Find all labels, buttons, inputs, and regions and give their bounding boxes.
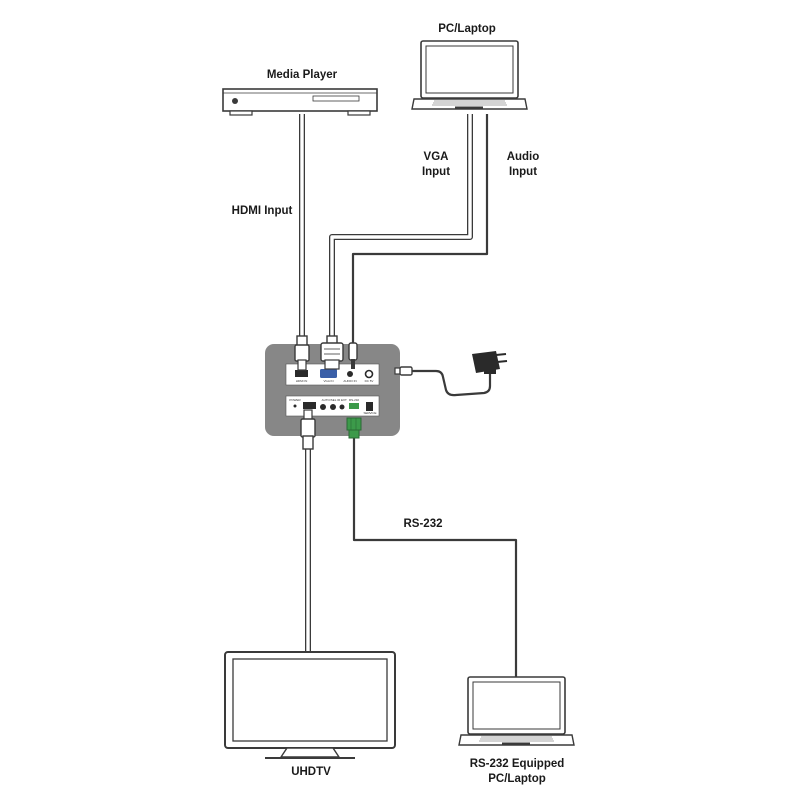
rs232-pc-label-line1: RS-232 Equipped xyxy=(470,758,565,770)
audio-input-label-line1: Audio xyxy=(507,151,540,163)
power-adapter-icon xyxy=(472,351,508,374)
audio-in-port-label: AUDIO IN xyxy=(343,379,356,383)
ir-port xyxy=(339,404,345,410)
hdmi-out-port xyxy=(303,402,316,409)
dc-in-port xyxy=(364,369,374,379)
rs232-port-label: RS-232 xyxy=(349,398,360,402)
power-led-label: POWER xyxy=(289,398,301,402)
rs232-pc-laptop-device xyxy=(458,676,575,746)
dc-in-port-label: DC 5V xyxy=(365,379,374,383)
vga-input-label-line1: VGA xyxy=(424,151,449,163)
pc-laptop-top-device xyxy=(411,40,528,110)
uhdtv-device xyxy=(224,651,396,759)
hdmi-input-plug xyxy=(294,335,310,371)
audio-input-cable xyxy=(351,114,489,345)
rs232-pc-label-line2: PC/Laptop xyxy=(488,773,546,785)
select-button xyxy=(330,404,336,410)
rs232-cable xyxy=(352,438,518,677)
audio-input-plug xyxy=(348,342,358,369)
audio-in-port xyxy=(347,371,353,377)
vga-in-port xyxy=(320,369,337,378)
ir-label: IR EXT xyxy=(337,398,347,402)
service-port-label: SERVICE xyxy=(363,411,376,415)
auto-sel-label: AUTO/SEL xyxy=(322,398,337,402)
power-led xyxy=(293,404,297,408)
power-cable xyxy=(400,369,492,397)
power-button-icon xyxy=(232,98,238,104)
hdmi-input-label: HDMI Input xyxy=(232,205,293,217)
hdmi-output-plug xyxy=(300,409,316,450)
hdmi-in-port-label: HDMI IN xyxy=(296,379,308,383)
media-player-device xyxy=(222,88,378,116)
hdmi-in-port xyxy=(295,370,308,377)
audio-input-label-line2: Input xyxy=(509,166,537,178)
vga-in-port-label: VGA IN xyxy=(323,379,333,383)
service-port xyxy=(366,402,373,411)
pc-laptop-label: PC/Laptop xyxy=(438,23,496,35)
rs232-terminal-plug xyxy=(346,417,362,439)
vga-input-plug xyxy=(320,335,344,370)
uhdtv-label: UHDTV xyxy=(291,766,331,778)
rs232-label: RS-232 xyxy=(404,518,443,530)
auto-sel-button xyxy=(320,404,326,410)
vga-input-cable xyxy=(329,114,473,338)
vga-input-label-line2: Input xyxy=(422,166,450,178)
media-player-label: Media Player xyxy=(267,69,338,81)
rs232-port xyxy=(349,403,359,409)
power-plug xyxy=(394,366,413,376)
